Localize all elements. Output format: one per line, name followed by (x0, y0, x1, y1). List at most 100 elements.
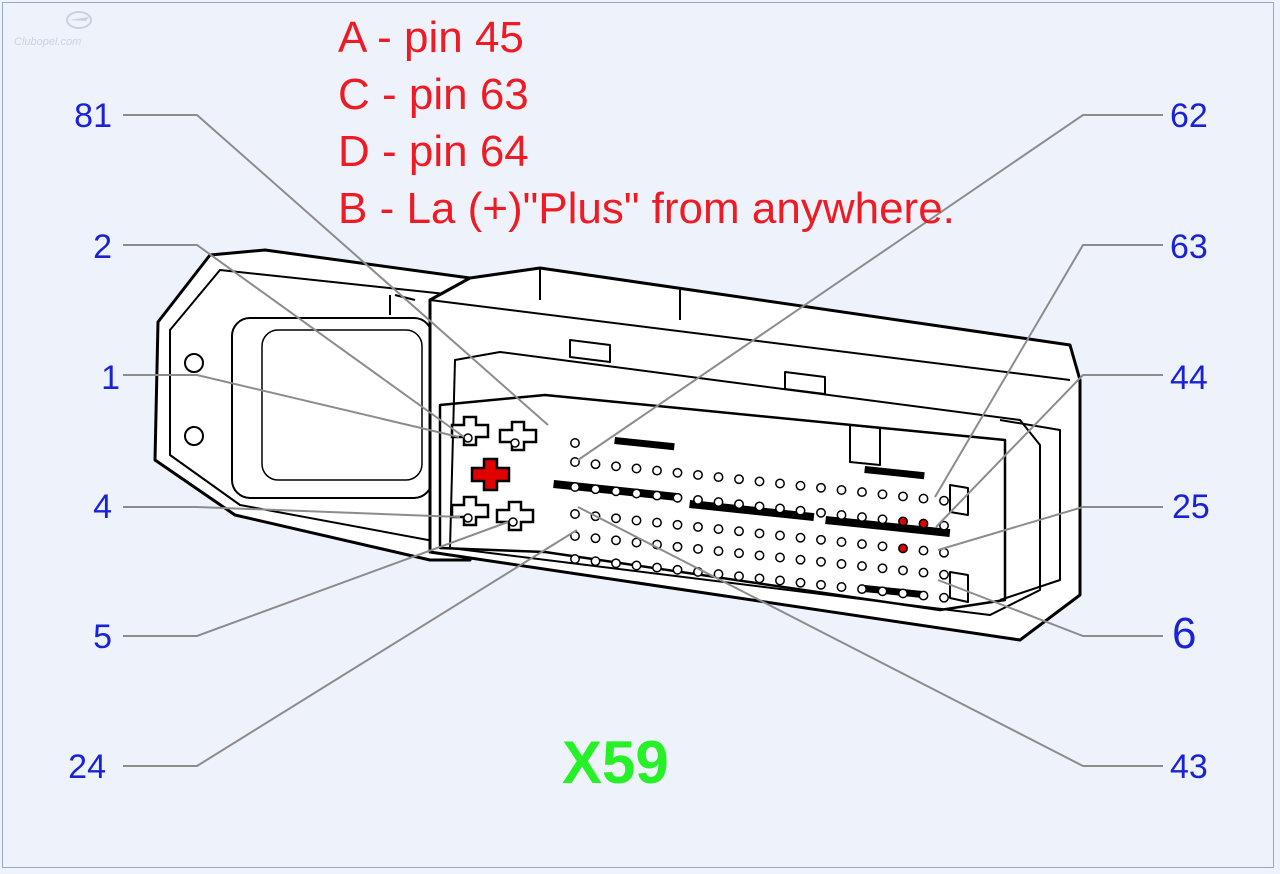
signal-pin (816, 556, 826, 567)
signal-pin (836, 537, 847, 547)
signal-pin (898, 588, 908, 599)
leader-line (123, 506, 461, 518)
signal-pin (652, 490, 662, 501)
signal-pin (713, 546, 724, 557)
leader-line (123, 244, 465, 438)
signal-pin (672, 541, 683, 552)
note-pin-b: B - La (+)"Plus" from anywhere. (338, 184, 955, 233)
signal-pin (775, 503, 785, 514)
signal-pin (590, 484, 601, 495)
signal-pin (775, 478, 785, 489)
rear-hole-bottom (184, 426, 204, 446)
leader-line (123, 529, 578, 767)
pin-label-24: 24 (68, 748, 106, 786)
signal-pin (918, 590, 929, 601)
signal-pin (939, 520, 949, 531)
signal-pin (672, 564, 683, 575)
signal-pin (918, 545, 929, 556)
signal-pin (816, 482, 826, 493)
note-pin-c: C - pin 63 (338, 70, 529, 119)
signal-pin (795, 505, 806, 516)
signal-pin (775, 575, 785, 586)
signal-pin (754, 501, 765, 512)
signal-pin (857, 584, 867, 595)
signal-pin (590, 556, 601, 567)
signal-pin (631, 515, 642, 526)
note-pin-d: D - pin 64 (338, 127, 529, 176)
pin-label-43: 43 (1170, 748, 1208, 786)
signal-pin (775, 530, 785, 541)
signal-pin (836, 510, 847, 520)
signal-pin (570, 554, 580, 564)
pin-label-25: 25 (1172, 488, 1210, 526)
leader-line (935, 374, 1163, 528)
signal-pin (754, 550, 765, 561)
pin-label-6: 6 (1172, 609, 1197, 658)
signal-pin (795, 532, 806, 543)
face-frame (438, 393, 1007, 612)
signal-pin (734, 548, 744, 559)
watermark-text: Clubopel.com (14, 36, 82, 48)
signal-pin (570, 438, 580, 448)
leader-line (577, 506, 1163, 767)
signal-pin (898, 565, 908, 576)
main-face (449, 351, 1041, 616)
signal-pin (631, 560, 642, 571)
signal-pin (877, 541, 888, 552)
signal-pin (631, 488, 642, 499)
signal-pin (652, 465, 662, 476)
signal-pin (939, 569, 949, 580)
signal-pin (734, 526, 744, 537)
signal-pin (857, 539, 867, 550)
signal-pin (713, 524, 724, 535)
signal-pin (898, 543, 908, 554)
connector-id: X59 (562, 729, 669, 796)
signal-pin (734, 474, 744, 485)
signal-pin (939, 592, 949, 603)
signal-pin (775, 552, 785, 563)
signal-pin (857, 512, 867, 523)
signal-pin (570, 482, 580, 492)
signal-pin (713, 472, 724, 483)
signal-pin (836, 582, 847, 592)
signal-pin (611, 558, 621, 569)
leader-line (123, 374, 460, 438)
signal-pin (611, 461, 621, 472)
signal-pin (816, 579, 826, 590)
pin-label-5: 5 (93, 618, 112, 656)
signal-pin (898, 491, 908, 502)
signal-pin (693, 494, 703, 505)
signal-pin (611, 513, 621, 524)
signal-pin (570, 509, 580, 519)
leader-line (934, 244, 1163, 498)
signal-pin (877, 586, 888, 597)
signal-pin (570, 457, 580, 467)
signal-pin (795, 554, 806, 565)
signal-pin (857, 561, 867, 572)
signal-pin (754, 528, 765, 539)
signal-pin (672, 467, 683, 478)
signal-pin (672, 492, 683, 503)
watermark: Clubopel.com (14, 6, 124, 52)
signal-pin (713, 497, 724, 508)
signal-pin (590, 459, 601, 470)
signal-pin (611, 486, 621, 497)
pin-label-44: 44 (1170, 359, 1208, 397)
signal-pin (939, 495, 949, 506)
rear-window-inner (261, 329, 423, 481)
signal-pin (836, 559, 847, 569)
pin-label-63: 63 (1170, 228, 1208, 266)
signal-pin (672, 519, 683, 530)
signal-pin (795, 480, 806, 491)
signal-pin (877, 514, 888, 525)
pin-label-81: 81 (74, 97, 112, 135)
pin-label-2: 2 (93, 228, 112, 266)
signal-pin (857, 487, 867, 498)
signal-pin (693, 543, 703, 554)
signal-pin (816, 534, 826, 545)
signal-pin (795, 577, 806, 588)
signal-pin (693, 469, 703, 480)
signal-pin (590, 533, 601, 544)
pin-label-1: 1 (101, 359, 120, 397)
note-pin-a: A - pin 45 (338, 13, 524, 62)
